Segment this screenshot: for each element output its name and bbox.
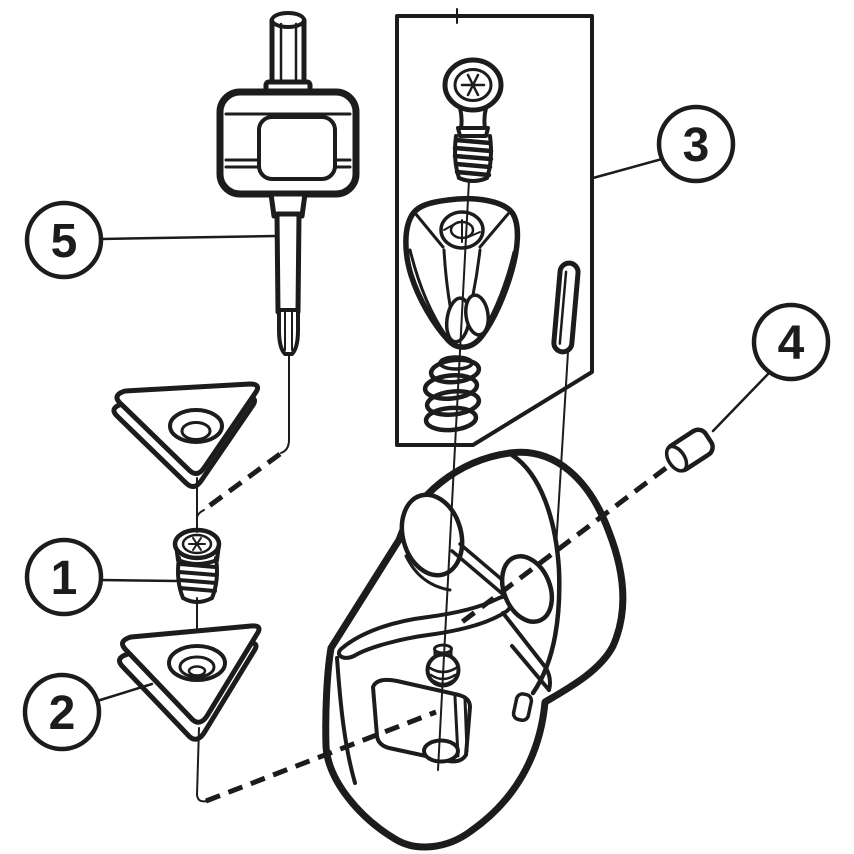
- torque-key: [216, 11, 360, 454]
- key-knob-sides: [269, 17, 307, 89]
- insert-axis-line: [196, 727, 208, 803]
- callout-1-circle: [24, 537, 104, 617]
- clamp-screw: [442, 8, 504, 183]
- head-bore-depth-arc: [404, 554, 452, 592]
- head-bottom-recess: [371, 677, 472, 764]
- clamp-spring: [422, 355, 482, 433]
- key-shaft: [274, 211, 302, 315]
- callout-4-leader: [711, 371, 771, 433]
- insert-hole-inner: [187, 665, 207, 677]
- assembly-axis-lines: [195, 179, 569, 771]
- head-bore-hole: [399, 492, 465, 578]
- clamp-axis-line: [437, 179, 470, 771]
- head-side-tab: [511, 692, 534, 723]
- tool-head-body: [322, 448, 627, 851]
- insert-screw-torx-star: [188, 537, 206, 551]
- callout-1-number: 1: [51, 552, 78, 605]
- clamp-screw-torx-star: [460, 73, 486, 97]
- key-tip-flutes: [284, 311, 293, 351]
- clamp-pin-highlight: [558, 270, 568, 345]
- head-clamp-seat-boss: [499, 554, 555, 624]
- key-handle-label: [257, 115, 337, 181]
- spring-top-cap: [438, 355, 474, 371]
- dashed-line-pin-axis: [460, 466, 668, 624]
- key-axis-line: [280, 355, 290, 454]
- insert-screw-socket: [181, 533, 213, 555]
- callout-4-circle: [751, 302, 831, 382]
- clamp-pin-axis-line: [555, 351, 569, 549]
- sleeve-pin-end-cap: [664, 444, 689, 473]
- callout-5-leader: [99, 234, 279, 241]
- dashed-assembly-lines: [203, 451, 668, 804]
- insert-hole-mid: [178, 655, 216, 679]
- insert-shim: [111, 381, 260, 489]
- key-knob-facets: [279, 22, 298, 86]
- callouts: 5 1 2 3 4: [22, 104, 831, 752]
- head-cylinder-edge: [509, 452, 562, 696]
- callout-4-number: 4: [778, 317, 805, 370]
- key-torx-tip: [277, 308, 300, 356]
- cutting-insert: [117, 623, 262, 803]
- clamp-screw-threads: [452, 137, 494, 178]
- callout-3-leader: [591, 157, 664, 180]
- clamp: [403, 195, 521, 350]
- callout-3-circle: [656, 104, 736, 184]
- callout-2-number: 2: [49, 687, 76, 740]
- spring-coil-3: [424, 388, 482, 418]
- sleeve-pin: [664, 427, 715, 473]
- clamp-pin: [551, 260, 581, 355]
- callout-2-leader: [95, 682, 154, 703]
- clamp-hole-marks: [443, 219, 481, 243]
- clamp-screw-collar: [456, 126, 490, 138]
- shim-hole-inner: [180, 421, 212, 441]
- shim-hole-outer: [168, 408, 224, 444]
- knob-cap: [433, 643, 453, 655]
- insert-screw: [172, 477, 222, 663]
- callout-5-circle: [24, 200, 104, 280]
- head-seat-ledge: [336, 594, 514, 660]
- head-silhouette: [322, 448, 627, 851]
- head-face-chamfer: [335, 656, 357, 785]
- spring-coil-4: [423, 405, 479, 433]
- dashed-line-insert-axis: [205, 709, 437, 804]
- head-bottom-screw-hole: [422, 738, 460, 764]
- spring-coil-2: [422, 373, 480, 401]
- clamp-unit-frame: [395, 14, 594, 447]
- head-pocket-wall: [501, 611, 552, 692]
- dashed-line-key-axis: [203, 451, 282, 512]
- clamp-nose-right: [464, 293, 490, 337]
- callout-5-number: 5: [51, 215, 78, 268]
- callout-1-leader: [99, 578, 180, 583]
- insert-axis-corner: [195, 509, 205, 533]
- clamp-screw-socket: [453, 68, 493, 102]
- clamp-facet-lines: [408, 211, 516, 342]
- key-knob-top: [270, 11, 306, 29]
- callout-3-number: 3: [683, 119, 710, 172]
- callout-2-circle: [22, 672, 102, 752]
- insert-screw-threads: [177, 562, 218, 593]
- key-neck: [268, 191, 308, 219]
- spring-coil-1: [428, 357, 482, 385]
